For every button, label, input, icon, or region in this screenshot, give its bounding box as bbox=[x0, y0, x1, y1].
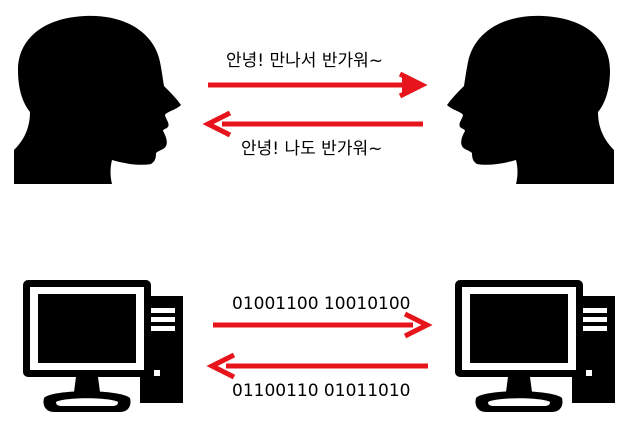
left-computer-icon bbox=[23, 280, 183, 412]
greeting-message: 안녕! 만나서 반가워~ bbox=[226, 51, 383, 71]
left-human-head-icon bbox=[14, 15, 181, 185]
reply-message: 안녕! 나도 반가워~ bbox=[241, 139, 383, 159]
arrow-right-computer-message bbox=[213, 311, 433, 339]
arrow-left-computer-reply bbox=[206, 352, 428, 380]
arrow-right-greeting bbox=[208, 71, 428, 99]
binary-message: 01001100 10010100 bbox=[232, 294, 411, 314]
binary-reply: 01100110 01011010 bbox=[232, 381, 411, 401]
right-computer-icon bbox=[455, 280, 615, 412]
arrow-left-reply bbox=[202, 110, 423, 138]
right-human-head-icon bbox=[447, 15, 614, 185]
